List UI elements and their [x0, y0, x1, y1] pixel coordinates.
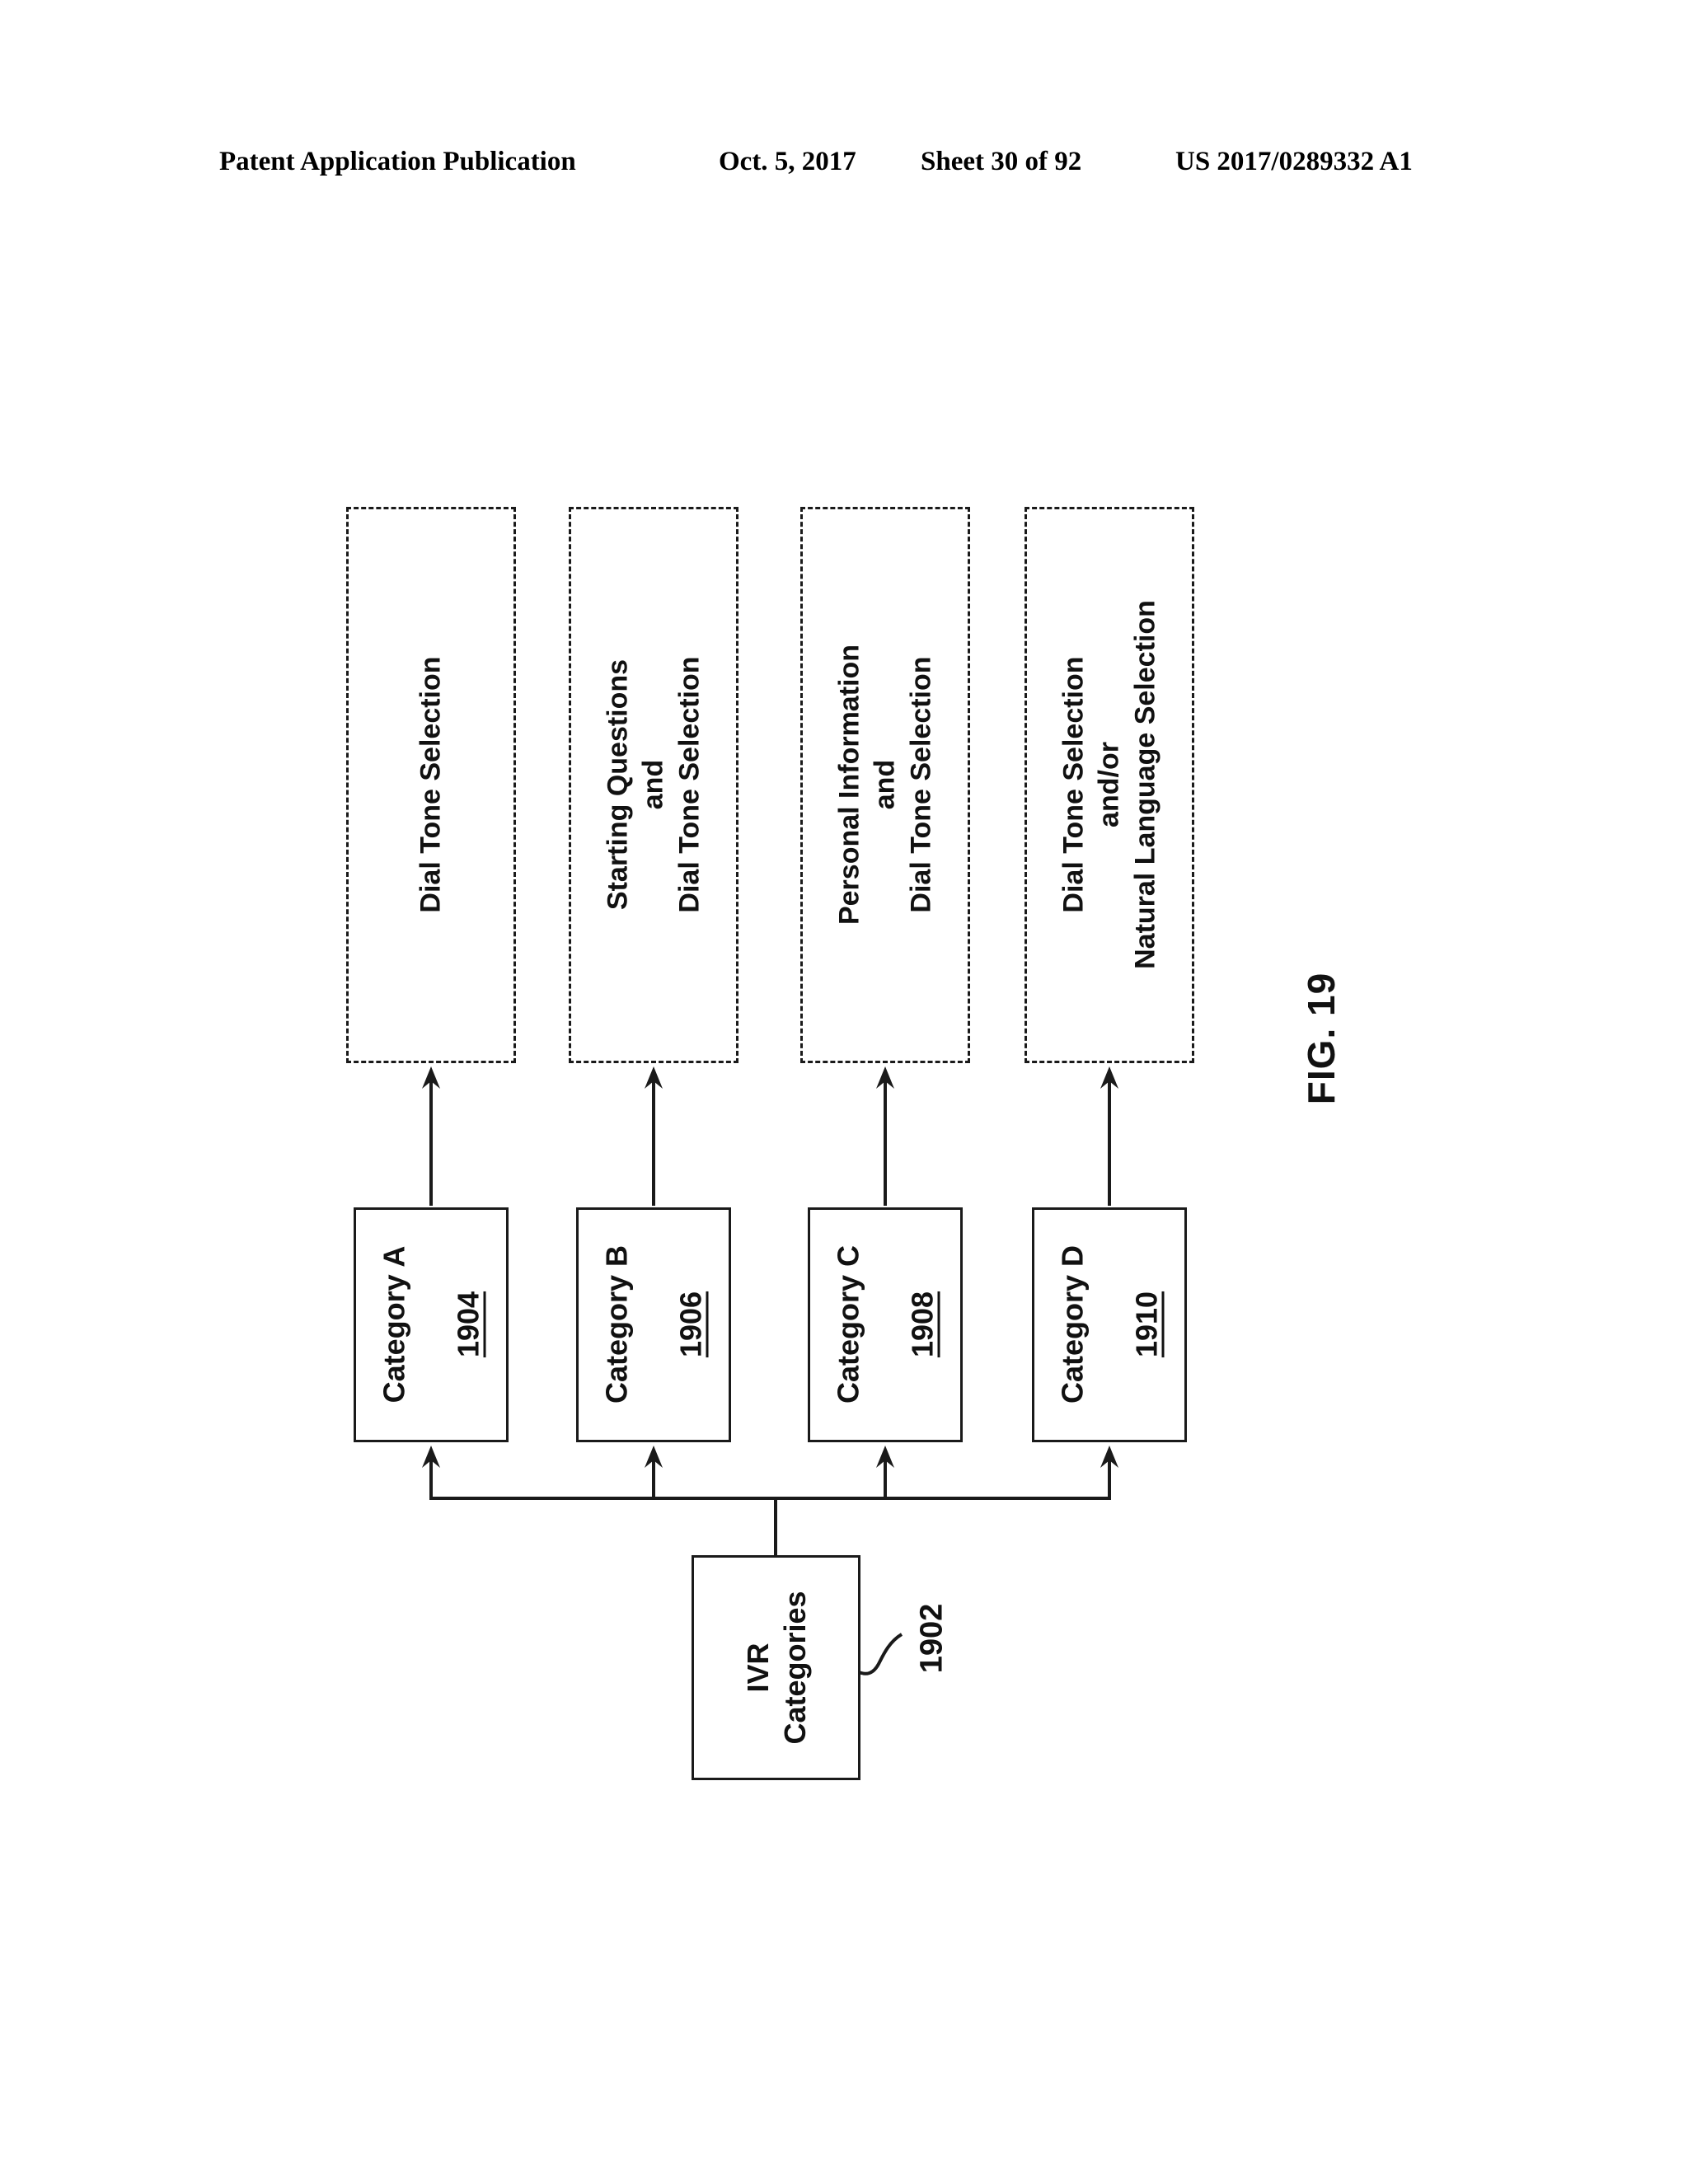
- category-box-a-text: Category A 1904: [357, 1210, 507, 1440]
- category-box-c-text: Category C 1908: [811, 1210, 961, 1440]
- target-box-line: and: [869, 759, 901, 810]
- target-box-b-text: Starting Questions and Dial Tone Selecti…: [572, 509, 737, 1061]
- target-box-c: Personal Information and Dial Tone Selec…: [800, 507, 970, 1063]
- ivr-box-line: Categories: [777, 1591, 812, 1745]
- category-box-a: Category A 1904: [354, 1207, 509, 1442]
- page-header: Patent Application Publication Oct. 5, 2…: [0, 147, 1688, 183]
- category-box-b-text: Category B 1906: [579, 1210, 729, 1440]
- figure-label: FIG. 19: [1300, 972, 1343, 1105]
- target-box-line: Natural Language Selection: [1129, 600, 1161, 969]
- category-ref: 1906: [673, 1291, 708, 1358]
- ref-1902-leader: [856, 1633, 903, 1675]
- target-box-line: and/or: [1093, 742, 1125, 827]
- target-box-a-text: Dial Tone Selection: [349, 509, 514, 1061]
- target-box-c-text: Personal Information and Dial Tone Selec…: [804, 509, 968, 1061]
- category-box-c: Category C 1908: [808, 1207, 963, 1442]
- ref-label-1902: 1902: [914, 1603, 950, 1674]
- category-ref: 1904: [451, 1291, 485, 1358]
- target-box-b: Starting Questions and Dial Tone Selecti…: [569, 507, 738, 1063]
- header-publication: Patent Application Publication: [219, 147, 576, 176]
- target-box-line: Personal Information: [833, 644, 865, 926]
- ivr-categories-text: IVR Categories: [694, 1558, 858, 1778]
- target-box-line: Dial Tone Selection: [1057, 656, 1090, 913]
- category-ref: 1908: [905, 1291, 940, 1358]
- target-box-line: Dial Tone Selection: [905, 656, 937, 913]
- header-date: Oct. 5, 2017: [719, 147, 856, 176]
- category-label: Category A: [377, 1245, 411, 1404]
- category-label: Category C: [831, 1244, 865, 1404]
- target-box-d: Dial Tone Selection and/or Natural Langu…: [1025, 507, 1194, 1063]
- target-box-a: Dial Tone Selection: [346, 507, 516, 1063]
- category-label: Category B: [599, 1244, 634, 1404]
- header-sheet-number: Sheet 30 of 92: [921, 147, 1082, 176]
- category-box-d-text: Category D 1910: [1035, 1210, 1185, 1440]
- category-ref: 1910: [1129, 1291, 1164, 1358]
- arrowheads: [422, 1066, 1118, 1468]
- category-box-b: Category B 1906: [576, 1207, 731, 1442]
- target-box-d-text: Dial Tone Selection and/or Natural Langu…: [1028, 509, 1193, 1061]
- header-patent-number: US 2017/0289332 A1: [1175, 147, 1413, 176]
- ivr-categories-box: IVR Categories: [692, 1555, 860, 1780]
- target-box-line: and: [637, 759, 669, 810]
- category-box-d: Category D 1910: [1032, 1207, 1187, 1442]
- target-box-line: Dial Tone Selection: [415, 656, 447, 913]
- target-box-line: Dial Tone Selection: [673, 656, 706, 913]
- target-box-line: Starting Questions: [602, 658, 634, 911]
- ivr-box-line: IVR: [740, 1643, 775, 1693]
- category-label: Category D: [1055, 1244, 1090, 1404]
